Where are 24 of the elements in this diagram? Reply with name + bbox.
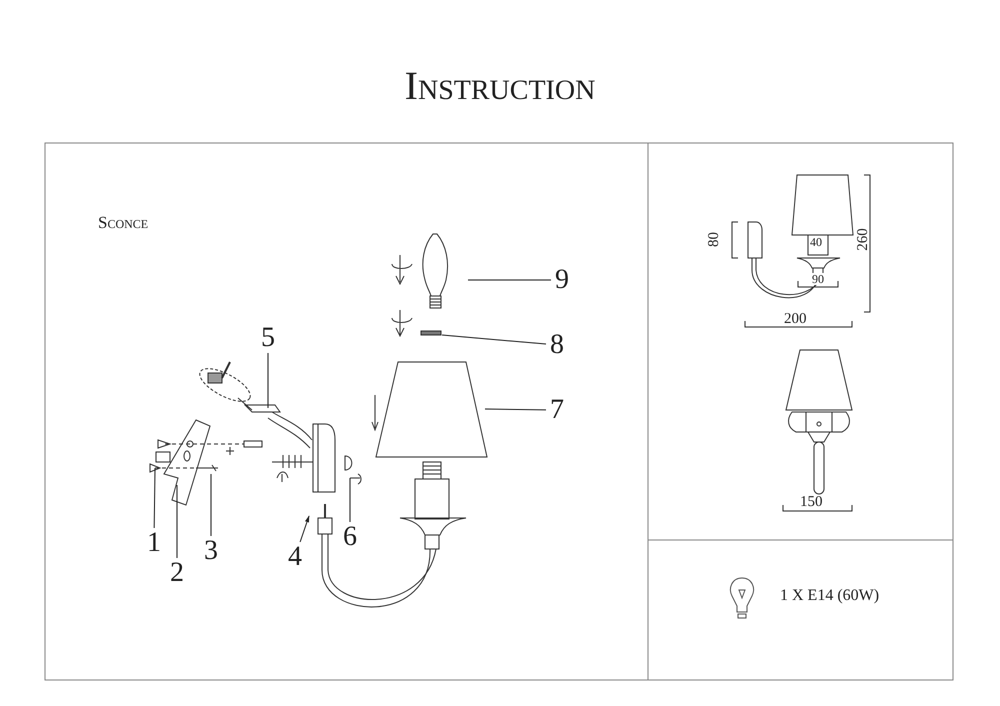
callout-number: 8	[546, 330, 568, 360]
leader-line	[442, 334, 546, 345]
callout-number: 2	[166, 558, 188, 588]
leader-line	[210, 474, 212, 536]
callout-number: 6	[339, 522, 361, 552]
leader-line	[154, 468, 156, 528]
callout-number: 7	[546, 395, 568, 425]
dimension-value: 150	[800, 495, 822, 510]
callout-number: 5	[257, 323, 279, 353]
dimension-value: 260	[856, 228, 871, 251]
title: Instruction	[404, 66, 596, 106]
callout-number: 3	[200, 536, 222, 566]
callout-number: 9	[551, 265, 573, 295]
product-type: Sconce	[98, 214, 148, 231]
bulb-specification: 1 X E14 (60W)	[780, 588, 880, 604]
dimension-value: 80	[707, 232, 722, 247]
dimension-value: 90	[811, 273, 825, 285]
callout-number: 4	[284, 542, 306, 572]
leader-line	[176, 484, 178, 558]
dimension-value: 200	[784, 312, 806, 327]
callout-number: 1	[143, 528, 165, 558]
leader-line	[484, 408, 546, 410]
leader-arrow	[300, 515, 310, 542]
dimension-value: 40	[810, 236, 822, 248]
